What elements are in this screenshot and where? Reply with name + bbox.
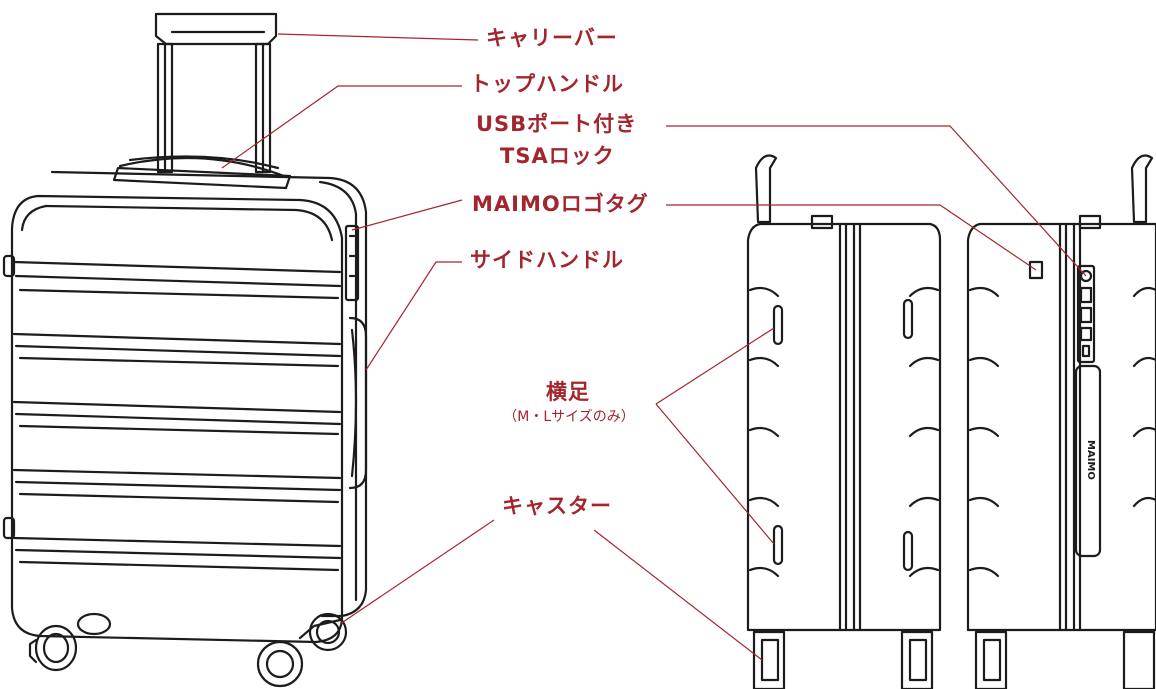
- label-side-handle: サイドハンドル: [470, 248, 624, 272]
- side-view-drawing: [746, 154, 1044, 689]
- leader-side-feet-top: [655, 327, 775, 405]
- label-usb-lock-line2: TSAロック: [500, 144, 615, 168]
- label-top-handle: トップハンドル: [470, 72, 624, 96]
- leader-usb-lock: [666, 125, 1087, 277]
- leader-side-handle: [365, 261, 462, 371]
- side-view-right-drawing: MAIMO: [966, 154, 1156, 689]
- front-suitcase-drawing: [2, 12, 368, 688]
- leader-casters-front: [339, 519, 495, 625]
- leader-side-feet-bottom: [655, 403, 775, 545]
- label-side-feet: 横足: [546, 380, 590, 404]
- label-side-feet-note: （M・Lサイズのみ）: [503, 409, 635, 425]
- leader-casters-side: [593, 529, 763, 661]
- top-handle-drawing: [112, 155, 292, 190]
- front-wheels-drawing: [28, 612, 348, 688]
- leader-top-handle: [221, 85, 462, 169]
- label-carry-bar: キャリーバー: [486, 26, 618, 50]
- leader-logo-tag: [666, 204, 1037, 271]
- label-usb-lock-line1: USBポート付き: [476, 112, 638, 136]
- carry-bar-drawing: [154, 12, 278, 174]
- leader-side-handle-drawn: [351, 199, 463, 231]
- leader-lines: [221, 33, 1087, 661]
- label-casters: キャスター: [502, 494, 612, 518]
- label-logo-tag: MAIMOロゴタグ: [472, 192, 649, 216]
- logo-text: MAIMO: [1085, 440, 1096, 480]
- leader-carry-bar: [277, 33, 479, 41]
